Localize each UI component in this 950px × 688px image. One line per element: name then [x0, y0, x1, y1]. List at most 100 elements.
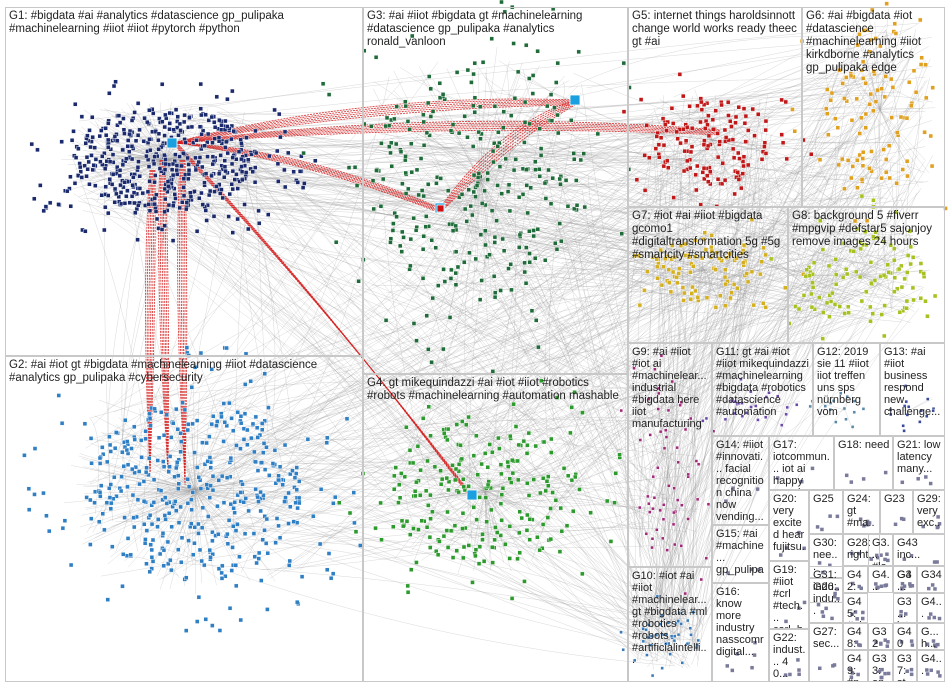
- group-label-g8: G8: background 5 #fiverr #mpgvip #defsta…: [792, 210, 936, 248]
- spoke-G7-12: [658, 269, 706, 274]
- edge-549: [472, 269, 662, 422]
- group-label-g45: G45: #ai...: [847, 596, 865, 622]
- edge-858: [240, 125, 704, 558]
- group-label-g6: G6: #ai #bigdata #iot #datascience #mach…: [806, 10, 925, 74]
- edge-609: [236, 128, 670, 547]
- spoke-G2-105: [184, 489, 196, 586]
- edge-891: [489, 164, 711, 441]
- edge-849: [415, 218, 477, 449]
- spoke-G2-82: [88, 489, 196, 529]
- edge-17: [677, 128, 695, 283]
- spoke-G4-58: [473, 489, 486, 548]
- spoke-G2-70: [194, 489, 318, 518]
- edge-703: [570, 59, 926, 472]
- edge-880: [663, 146, 926, 273]
- edge-686: [123, 207, 658, 472]
- edge-215: [243, 405, 476, 549]
- edge-544: [273, 540, 696, 627]
- edge-598: [820, 34, 857, 276]
- edge-725: [489, 185, 815, 289]
- spoke-G4-67: [445, 489, 486, 497]
- spoke-G3-33: [436, 179, 481, 268]
- edge-892: [396, 76, 926, 118]
- edge-635: [740, 233, 837, 264]
- spoke-G3-64: [394, 179, 481, 207]
- spoke-G4-14: [484, 455, 571, 491]
- edge-179: [642, 301, 901, 472]
- edge-478: [89, 471, 116, 485]
- edge-801: [124, 172, 722, 439]
- edge-866: [684, 153, 919, 493]
- edge-44: [149, 197, 678, 428]
- spoke-G4-20: [484, 489, 515, 495]
- spoke-G3-74: [479, 179, 607, 198]
- spoke-G2-32: [159, 489, 196, 590]
- group-label-g14: G14: #iiot #innovati... facial recogniti…: [716, 439, 767, 523]
- edge-834: [686, 137, 754, 501]
- spoke-G2-29: [141, 489, 196, 505]
- spoke-G2-18: [194, 489, 217, 586]
- edge-460: [663, 112, 745, 171]
- edge-495: [718, 233, 873, 279]
- spoke-G2-97: [194, 489, 299, 518]
- edge-659: [638, 426, 699, 527]
- group-panel-g15: G15: #ai #machine... gp_pulipa... #bigda…: [712, 525, 769, 583]
- edge-761: [138, 235, 758, 506]
- spoke-G1-117: [159, 102, 166, 161]
- edge-660: [639, 299, 668, 650]
- spoke-G4-6: [414, 433, 486, 491]
- spoke-G3-41: [479, 107, 534, 181]
- spoke-G2-41: [194, 489, 240, 546]
- edge-162: [648, 171, 766, 409]
- spoke-G3-65: [479, 179, 539, 306]
- edge-375: [573, 155, 687, 279]
- edge-706: [655, 420, 675, 478]
- spoke-G6-4: [839, 28, 881, 111]
- spoke-G3-63: [479, 144, 597, 181]
- edge-221: [831, 53, 860, 113]
- edge-601: [236, 144, 438, 485]
- edge-88: [430, 163, 838, 263]
- edge-693: [771, 75, 828, 108]
- group-panel-g29: G29: very exc...: [913, 490, 945, 534]
- edge-359: [142, 66, 933, 122]
- edge-355: [466, 120, 696, 611]
- group-panel-g19: G19: #iiot #crl #tech... carl_b...: [769, 561, 809, 629]
- edge-665: [653, 141, 844, 534]
- spoke-G3-9: [479, 142, 560, 181]
- spoke-G4-57: [484, 489, 549, 504]
- edge-127: [650, 79, 928, 611]
- spoke-G6-11: [837, 109, 881, 150]
- edge-605: [189, 471, 648, 528]
- spoke-G3-46: [479, 177, 556, 181]
- group-panel-g3: G3: #ai #iiot #bigdata gt #machinelearni…: [363, 7, 628, 374]
- spoke-G4-9: [484, 421, 498, 491]
- group-label-g24: G24: gt #ma...: [847, 493, 875, 533]
- edge-800: [692, 135, 857, 536]
- group-panel-g46: G4...: [917, 593, 945, 623]
- spoke-G4-64: [484, 489, 521, 510]
- edge-624: [669, 171, 912, 287]
- spoke-G3-42: [479, 113, 497, 181]
- spoke-G2-76: [109, 489, 196, 551]
- group-panel-g20: G20: very excited hear fujitsu...: [769, 490, 809, 561]
- group-label-g44: G4... ird...: [872, 569, 890, 593]
- edge-711: [112, 203, 652, 483]
- spoke-G1-21: [120, 159, 166, 182]
- group-label-g34: G34: [921, 569, 942, 581]
- group-label-g20: G20: very excited hear fujitsu...: [773, 493, 808, 561]
- edge-450: [663, 161, 925, 623]
- spoke-G3-24: [367, 179, 481, 207]
- edge-498: [756, 238, 915, 304]
- edge-671: [271, 250, 917, 516]
- edge-608: [874, 75, 920, 269]
- edge-404: [642, 264, 919, 405]
- edge-280: [156, 194, 561, 433]
- edge-771: [664, 317, 867, 407]
- spoke-G2-99: [194, 489, 251, 582]
- spoke-G4-42: [442, 489, 486, 555]
- edge-838: [512, 146, 872, 544]
- spoke-G3-96: [479, 104, 541, 181]
- edge-809: [237, 308, 903, 500]
